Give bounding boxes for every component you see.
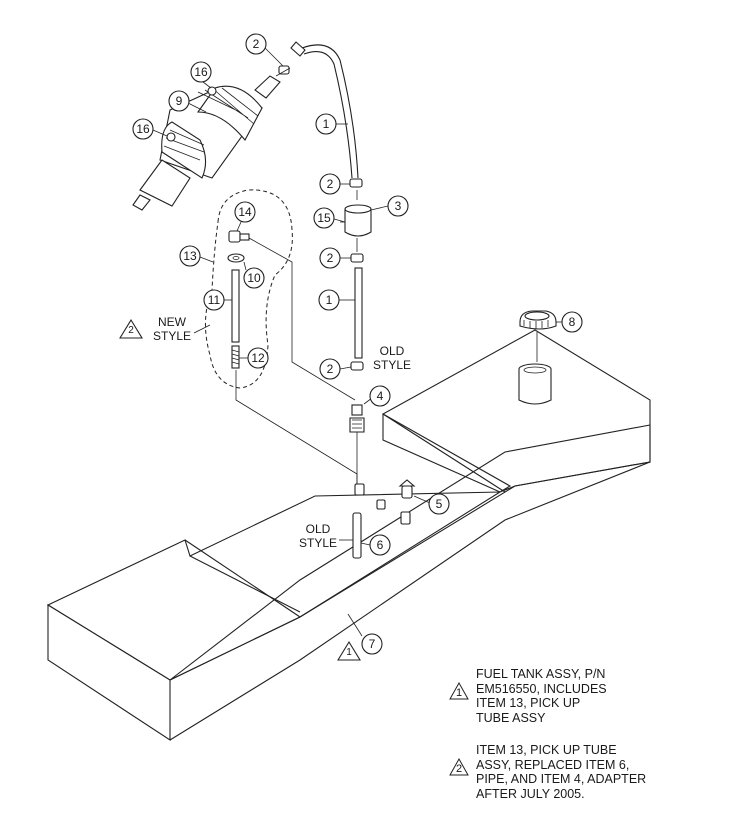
svg-text:12: 12 <box>251 351 265 365</box>
callout-2-filter-lower: 2 <box>319 247 351 269</box>
svg-text:2: 2 <box>327 251 334 265</box>
old-style-label-top: OLD STYLE <box>373 344 411 372</box>
callout-9: 9 <box>168 90 207 113</box>
svg-text:2: 2 <box>456 763 462 775</box>
callout-4: 4 <box>363 385 391 407</box>
callout-1-upper: 1 <box>315 113 348 135</box>
svg-text:16: 16 <box>194 65 208 79</box>
svg-text:STYLE: STYLE <box>373 358 411 372</box>
svg-text:11: 11 <box>208 293 221 307</box>
callout-2-hose-lower: 2 <box>319 358 352 380</box>
fuel-hose-upper <box>301 44 359 179</box>
note-2-triangle: 2 <box>449 758 469 776</box>
svg-text:16: 16 <box>136 122 150 136</box>
note-1: 1 FUEL TANK ASSY, P/N EM516550, INCLUDES… <box>449 667 716 725</box>
callout-13: 13 <box>179 245 214 267</box>
svg-text:9: 9 <box>176 94 183 108</box>
fuel-cap <box>519 310 557 362</box>
svg-text:OLD: OLD <box>306 522 331 536</box>
adapter-item-4 <box>349 404 365 444</box>
svg-text:1: 1 <box>456 687 462 699</box>
callout-5: 5 <box>413 493 450 515</box>
callout-2-filter-upper: 2 <box>319 173 350 195</box>
filler-neck <box>518 363 552 405</box>
fuel-tank <box>46 329 651 742</box>
svg-text:2: 2 <box>327 362 334 376</box>
callout-16-top: 16 <box>190 61 212 89</box>
svg-text:15: 15 <box>317 211 331 225</box>
callout-7: 7 <box>347 613 383 655</box>
pickup-tube-item-11 <box>231 269 240 343</box>
svg-text:2: 2 <box>253 37 260 51</box>
note-1-text: FUEL TANK ASSY, P/N EM516550, INCLUDES I… <box>476 667 607 725</box>
note-2: 2 ITEM 13, PICK UP TUBE ASSY, REPLACED I… <box>449 743 736 801</box>
tank-note-triangle: 1 <box>337 640 361 661</box>
callout-12: 12 <box>239 347 269 369</box>
screen-item-12 <box>231 345 240 369</box>
callout-11: 11 <box>203 289 232 311</box>
assembly-leaders <box>235 237 358 484</box>
fuel-filter <box>340 190 372 252</box>
clamp <box>278 65 364 371</box>
svg-text:1: 1 <box>346 647 352 658</box>
note-2-text: ITEM 13, PICK UP TUBE ASSY, REPLACED ITE… <box>476 743 647 801</box>
washer-item-10 <box>227 253 245 263</box>
svg-text:6: 6 <box>377 538 384 552</box>
svg-text:8: 8 <box>569 315 576 329</box>
svg-text:10: 10 <box>247 271 261 285</box>
svg-text:2: 2 <box>327 177 334 191</box>
svg-text:7: 7 <box>369 637 376 651</box>
callout-10: 10 <box>243 261 265 289</box>
svg-text:3: 3 <box>395 199 402 213</box>
svg-text:2: 2 <box>128 325 134 336</box>
svg-text:4: 4 <box>377 389 384 403</box>
callout-2-top: 2 <box>245 33 284 67</box>
svg-text:STYLE: STYLE <box>153 329 191 343</box>
svg-text:5: 5 <box>436 497 443 511</box>
callout-8: 8 <box>556 311 583 333</box>
callout-14: 14 <box>234 201 256 232</box>
svg-text:13: 13 <box>183 249 197 263</box>
new-style-label: 2 NEW STYLE <box>119 315 211 343</box>
svg-text:14: 14 <box>238 205 252 219</box>
note-1-triangle: 1 <box>449 682 469 700</box>
elbow-fitting-item-14 <box>228 230 250 243</box>
callout-3: 3 <box>370 195 409 217</box>
svg-text:OLD: OLD <box>380 344 405 358</box>
callout-15: 15 <box>313 207 346 229</box>
fuel-hose-lower <box>354 267 363 359</box>
pipe-item-6 <box>352 512 362 559</box>
svg-text:1: 1 <box>326 293 333 307</box>
svg-text:NEW: NEW <box>158 315 187 329</box>
callout-6: 6 <box>360 534 391 556</box>
svg-text:STYLE: STYLE <box>299 536 337 550</box>
svg-text:1: 1 <box>323 117 330 131</box>
old-style-label-bottom: OLD STYLE <box>299 522 353 550</box>
adapter-parts-item-5 <box>354 479 416 525</box>
callout-16-left: 16 <box>132 118 168 140</box>
callout-1-lower: 1 <box>318 289 355 311</box>
fuel-pump <box>132 41 306 211</box>
